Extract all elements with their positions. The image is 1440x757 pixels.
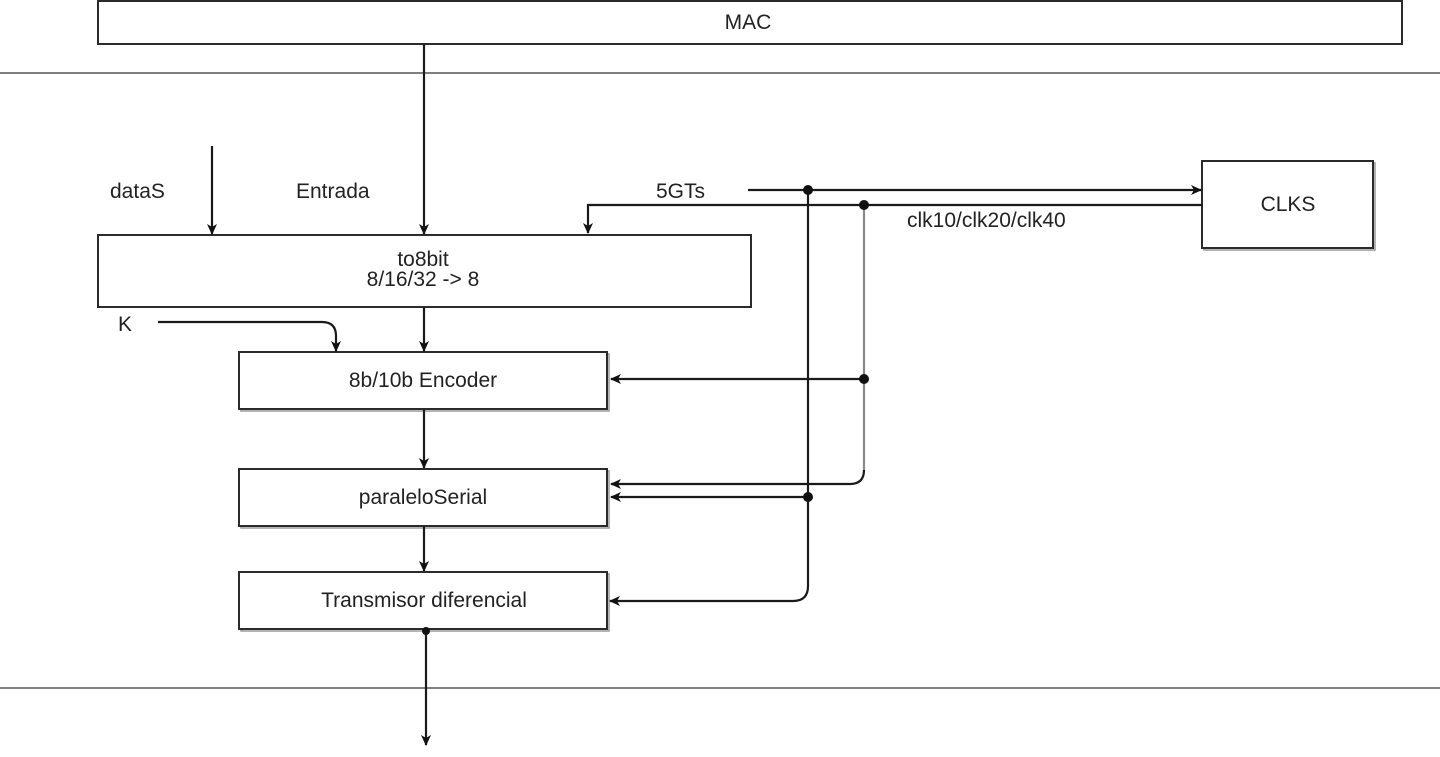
clk-junction-encoder <box>859 374 869 384</box>
clk-to-paralelo-arrow <box>610 469 866 489</box>
paralelo-serial-block: paraleloSerial <box>238 468 610 529</box>
gts-label: 5GTs <box>656 180 705 203</box>
to8bit-block: to8bit 8/16/32 -> 8 <box>97 234 752 308</box>
to8bit-title: to8bit <box>397 248 449 271</box>
gts-vertical-bus <box>609 190 810 606</box>
encoder-block: 8b/10b Encoder <box>238 351 610 412</box>
transmisor-block: Transmisor diferencial <box>238 571 610 632</box>
clk-label: clk10/clk20/clk40 <box>907 209 1066 232</box>
gts-junction-paralelo <box>803 492 813 502</box>
to8bit-subtitle: 8/16/32 -> 8 <box>367 268 480 291</box>
clks-block: CLKS <box>1201 160 1376 251</box>
encoder-label: 8b/10b Encoder <box>349 369 497 392</box>
datas-label: dataS <box>110 180 165 203</box>
clks-label: CLKS <box>1261 193 1316 216</box>
mac-block: MAC <box>97 0 1403 45</box>
k-label: K <box>118 313 132 336</box>
clk-to-to8bit-arrow <box>583 203 1202 234</box>
transmisor-label: Transmisor diferencial <box>321 589 527 612</box>
clk-junction-top <box>859 200 869 210</box>
gts-junction-top <box>803 185 813 195</box>
k-arrow <box>158 320 341 352</box>
output-junction-dot <box>422 627 430 635</box>
mac-label: MAC <box>725 11 772 34</box>
paralelo-serial-label: paraleloSerial <box>359 486 487 509</box>
entrada-label: Entrada <box>296 180 370 203</box>
